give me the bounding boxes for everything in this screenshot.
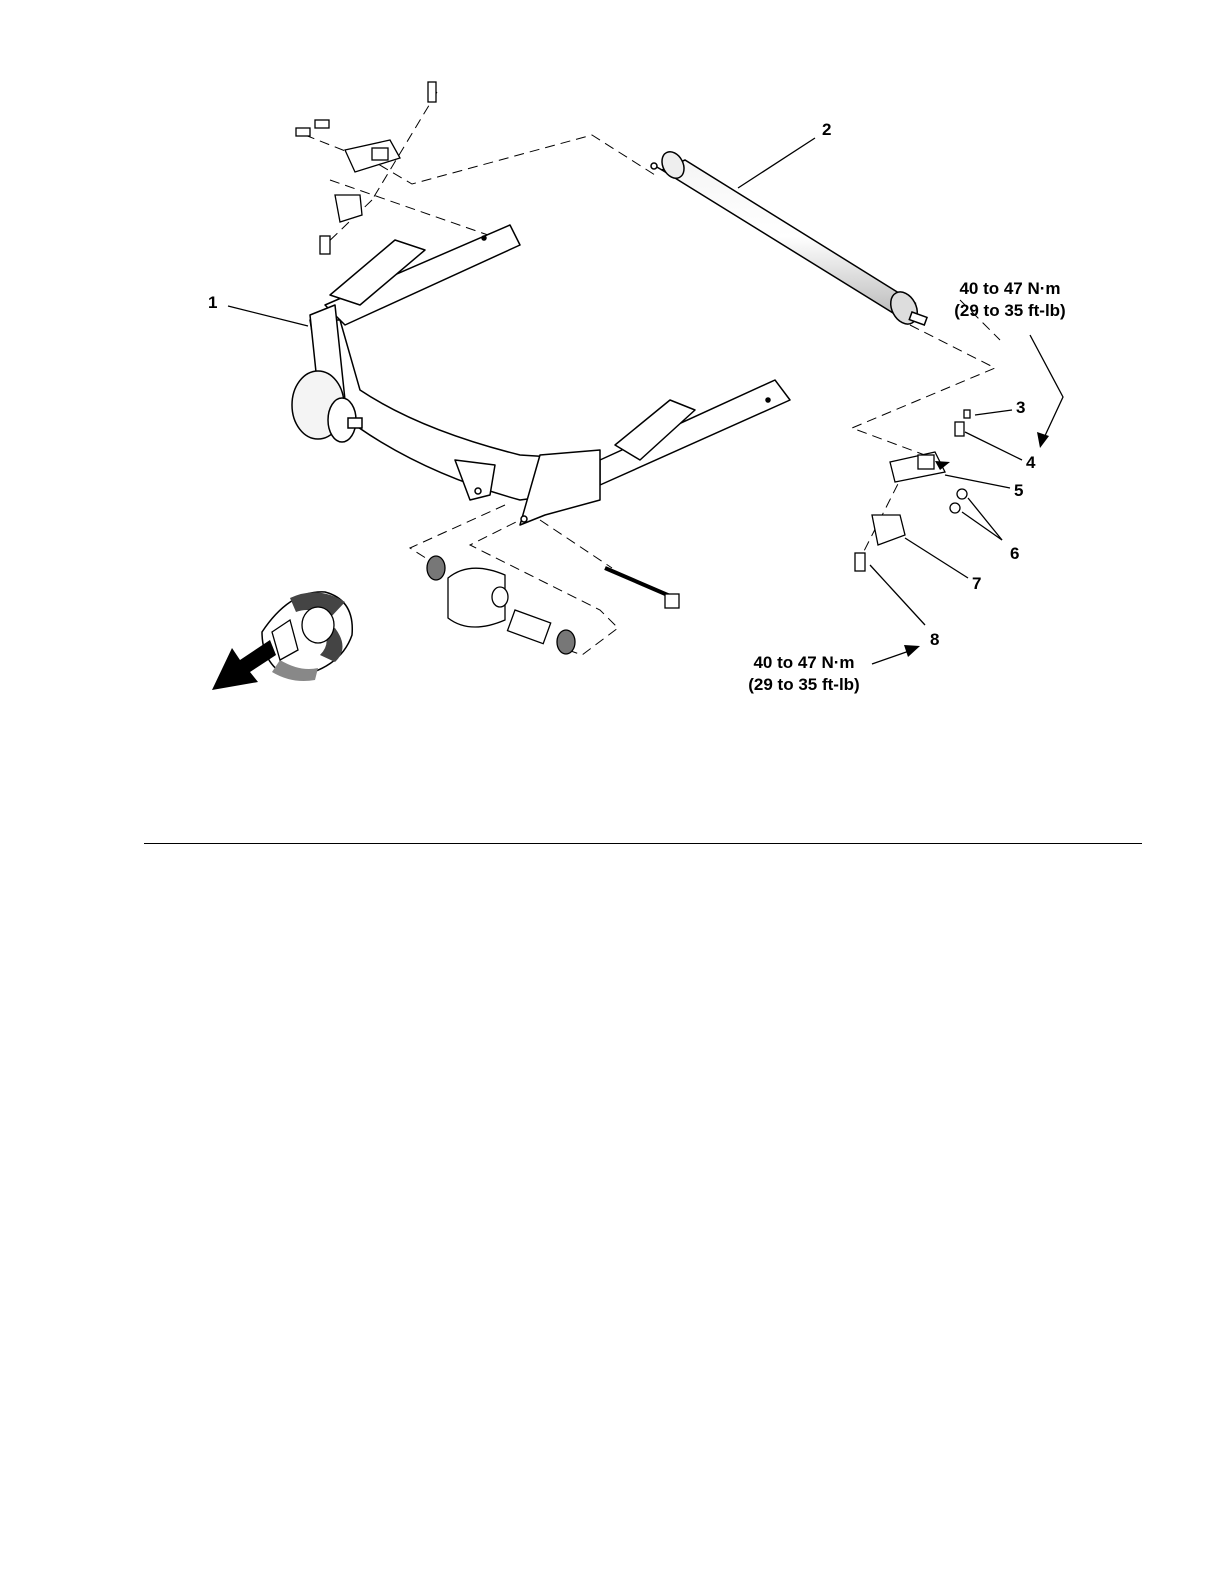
- leader-1: [228, 306, 308, 326]
- washer-part-3: [964, 410, 970, 418]
- callout-5: 5: [1014, 481, 1023, 501]
- torque-upper-metric: 40 to 47 N·m: [940, 278, 1080, 300]
- callout-7: 7: [972, 574, 981, 594]
- callout-8: 8: [930, 630, 939, 650]
- right-bracket-hardware: [855, 410, 970, 571]
- nut-part-6b: [950, 503, 960, 513]
- bolt-part-8: [855, 553, 865, 571]
- leader-8: [870, 565, 925, 625]
- axle-bolt: [605, 568, 670, 596]
- leader-7: [905, 538, 968, 578]
- roller-tube: [651, 148, 927, 329]
- torque-arrow-lower-head: [904, 645, 920, 657]
- assembly-dash-lines: [305, 92, 1000, 655]
- leader-3: [975, 410, 1012, 415]
- page-divider-rule: [144, 843, 1142, 844]
- torque-lower-imperial: (29 to 35 ft-lb): [732, 674, 876, 696]
- bearing-right: [557, 630, 575, 654]
- torque-upper-imperial: (29 to 35 ft-lb): [940, 300, 1080, 322]
- callout-2: 2: [822, 120, 831, 140]
- torque-spec-upper: 40 to 47 N·m (29 to 35 ft-lb): [940, 278, 1080, 322]
- upper-left-bracket-hardware: [296, 82, 436, 254]
- lower-roller-assembly: [427, 556, 679, 654]
- leader-4: [965, 432, 1022, 460]
- callout-4: 4: [1026, 453, 1035, 473]
- torque-arrow-lower-line: [872, 650, 912, 664]
- scraper-part-7: [872, 515, 905, 545]
- nut-part-6a: [957, 489, 967, 499]
- callout-1: 1: [208, 293, 217, 313]
- exploded-view-diagram: [0, 0, 1224, 760]
- spacer-tube: [507, 610, 550, 644]
- bearing-left: [427, 556, 445, 580]
- leader-2: [738, 138, 815, 188]
- torque-spec-lower: 40 to 47 N·m (29 to 35 ft-lb): [732, 652, 876, 696]
- leader-5: [945, 475, 1010, 488]
- callout-3: 3: [1016, 398, 1025, 418]
- torque-lower-metric: 40 to 47 N·m: [732, 652, 876, 674]
- torque-arrow-upper-line: [1030, 335, 1063, 440]
- torque-arrow-upper-head: [1037, 432, 1049, 448]
- callout-6: 6: [1010, 544, 1019, 564]
- bolt-part-4: [955, 422, 964, 436]
- roller-frame: [310, 225, 790, 525]
- front-direction-arrow-icon: [212, 592, 352, 690]
